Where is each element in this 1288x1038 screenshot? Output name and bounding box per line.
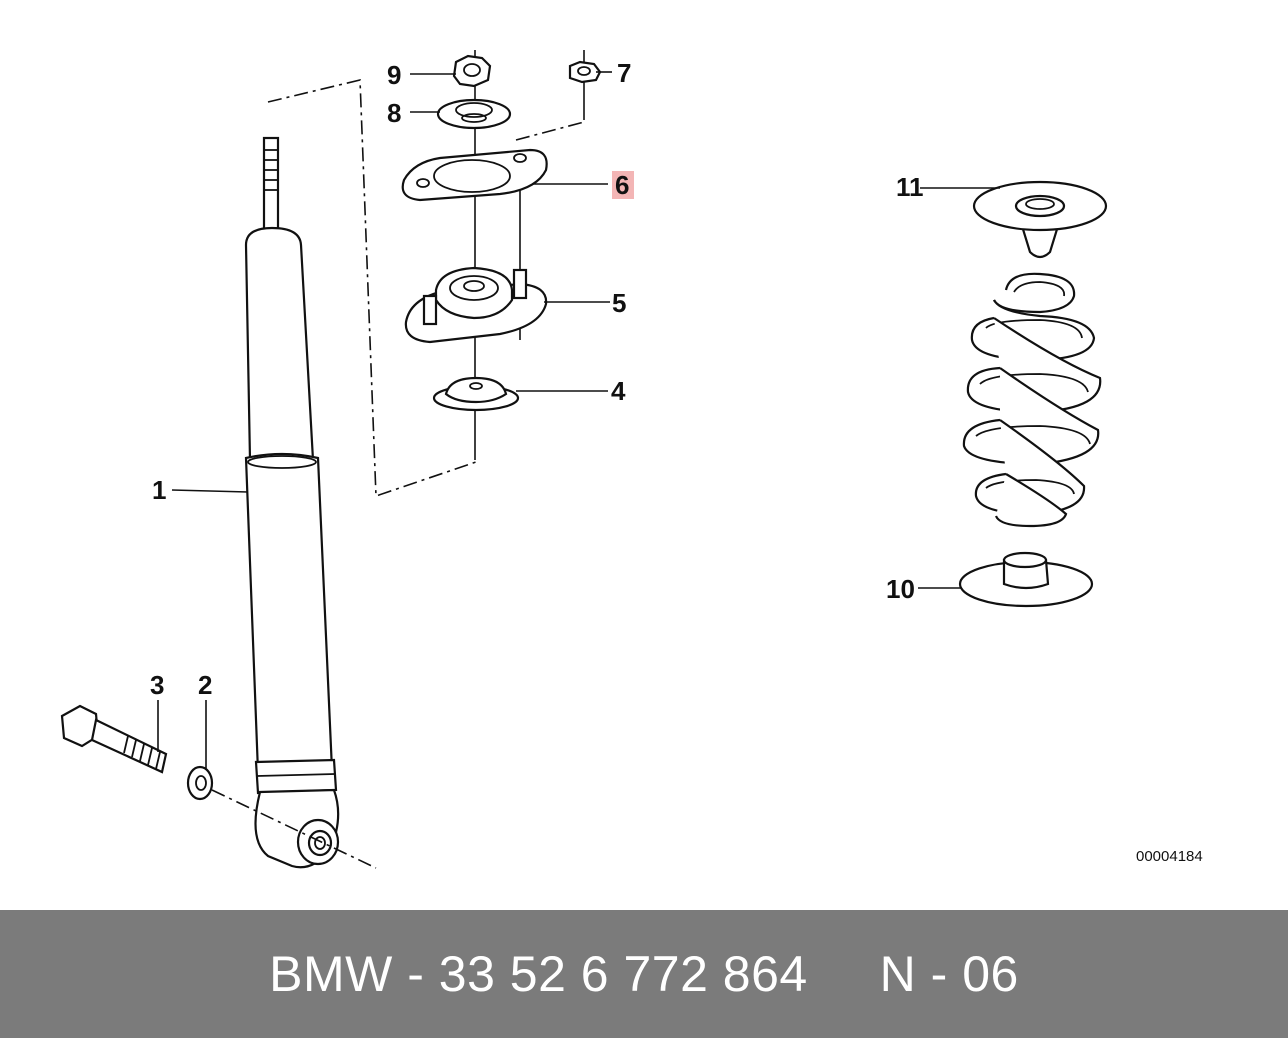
callout-8: 8 <box>387 98 401 128</box>
callout-2: 2 <box>198 670 212 700</box>
part-number-caption: BMW - 33 52 6 772 864 N - 06 <box>269 946 1019 1002</box>
support-washer <box>436 98 512 130</box>
gasket <box>401 148 548 202</box>
highlight-box <box>612 171 634 199</box>
lower-spring-pad <box>958 551 1094 608</box>
callout-9: 9 <box>387 60 401 90</box>
stop-plate <box>432 376 520 412</box>
callout-1: 1 <box>152 475 166 505</box>
exploded-parts-diagram: 1 2 3 4 5 6 7 8 9 10 11 00004184 <box>60 50 1203 869</box>
shock-absorber <box>244 136 340 869</box>
callout-6: 6 <box>615 170 629 200</box>
strut-mount <box>404 266 548 344</box>
callout-11: 11 <box>896 172 924 202</box>
coil-spring <box>962 272 1102 528</box>
callout-10: 10 <box>886 574 915 604</box>
callout-7: 7 <box>617 58 631 88</box>
upper-spring-pad <box>972 180 1108 259</box>
callout-3: 3 <box>150 670 164 700</box>
callout-5: 5 <box>612 288 626 318</box>
washer <box>186 765 214 801</box>
self-locking-nut <box>452 54 492 88</box>
hex-nut <box>568 60 602 84</box>
document-number: 00004184 <box>1136 848 1203 865</box>
footer-bar: BMW - 33 52 6 772 864 N - 06 <box>0 910 1288 1038</box>
leader-lines <box>157 71 1000 770</box>
bolt <box>60 704 168 774</box>
callout-4: 4 <box>611 376 626 406</box>
